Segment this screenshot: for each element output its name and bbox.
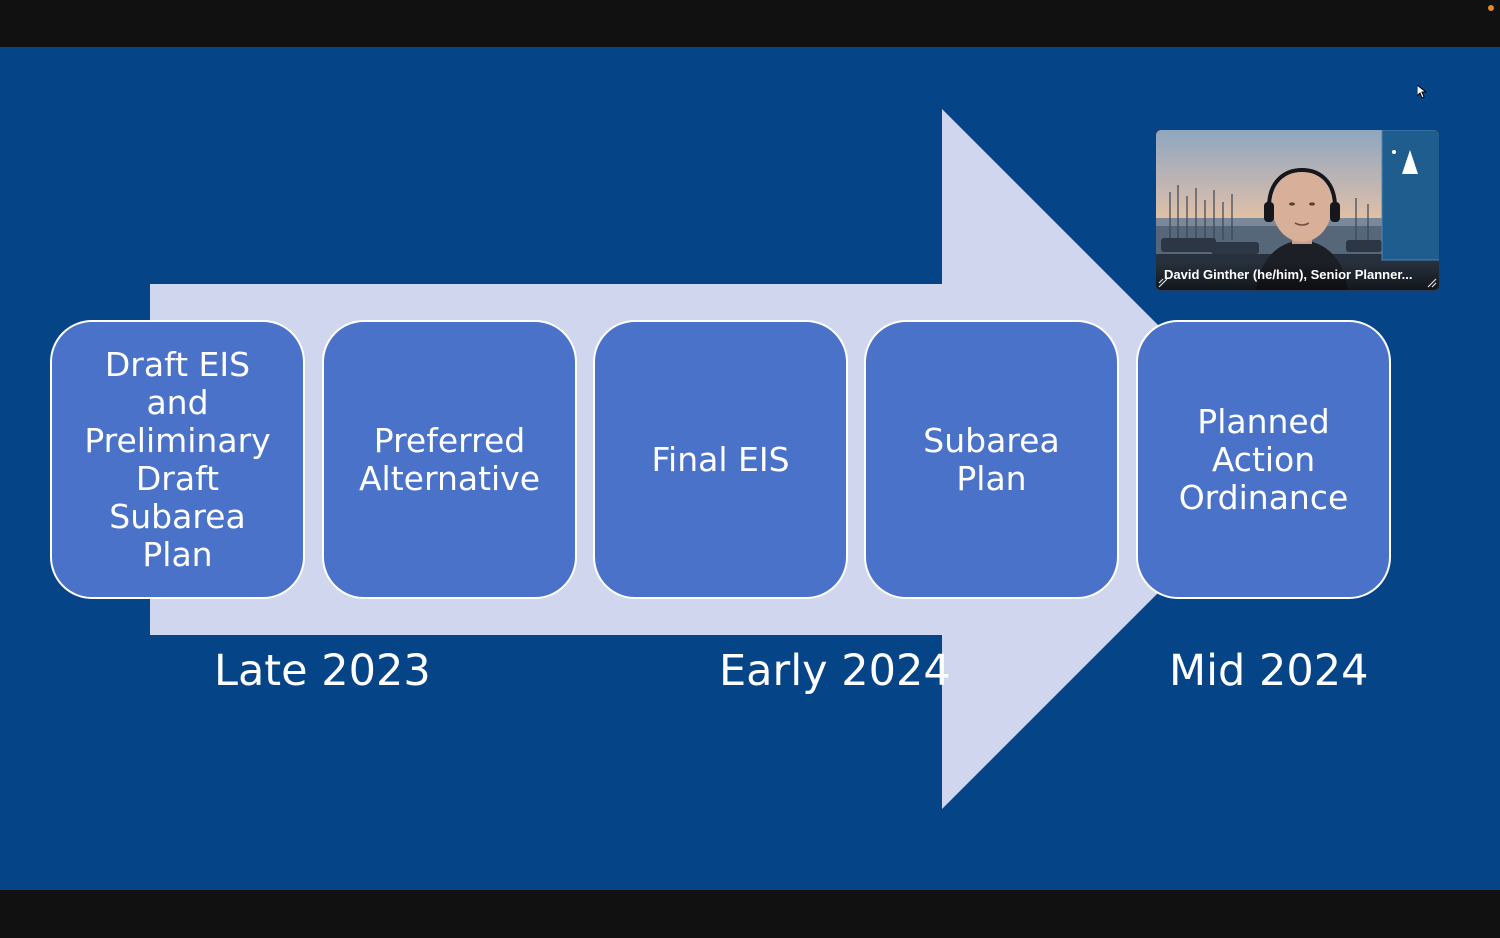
participant-name-label: David Ginther (he/him), Senior Planner..… <box>1156 262 1439 290</box>
meeting-bottom-bar <box>0 890 1500 938</box>
step-box-draft-eis: Draft EIS and Preliminary Draft Subarea … <box>50 320 305 599</box>
mouse-cursor-icon <box>1417 85 1427 99</box>
timeline-label-early-2024: Early 2024 <box>719 646 951 696</box>
participant-video-tile[interactable]: David Ginther (he/him), Senior Planner..… <box>1155 129 1440 291</box>
meeting-top-bar <box>0 0 1500 47</box>
step-label: Planned Action Ordinance <box>1178 401 1349 517</box>
shared-screen-slide: Draft EIS and Preliminary Draft Subarea … <box>0 47 1500 890</box>
step-box-final-eis: Final EIS <box>593 320 848 599</box>
step-box-preferred-alternative: Preferred Alternative <box>322 320 577 599</box>
timeline-label-late-2023: Late 2023 <box>214 646 431 696</box>
resize-handle-icon[interactable] <box>1158 278 1168 288</box>
city-logo-icon <box>1402 150 1418 174</box>
timeline-label-mid-2024: Mid 2024 <box>1169 646 1369 696</box>
recording-indicator-icon <box>1488 5 1494 11</box>
step-label: Subarea Plan <box>923 420 1060 498</box>
step-box-planned-action-ordinance: Planned Action Ordinance <box>1136 320 1391 599</box>
step-box-subarea-plan: Subarea Plan <box>864 320 1119 599</box>
step-label: Draft EIS and Preliminary Draft Subarea … <box>84 344 271 574</box>
step-label: Final EIS <box>651 439 790 479</box>
step-label: Preferred Alternative <box>358 420 541 498</box>
resize-handle-icon[interactable] <box>1427 278 1437 288</box>
